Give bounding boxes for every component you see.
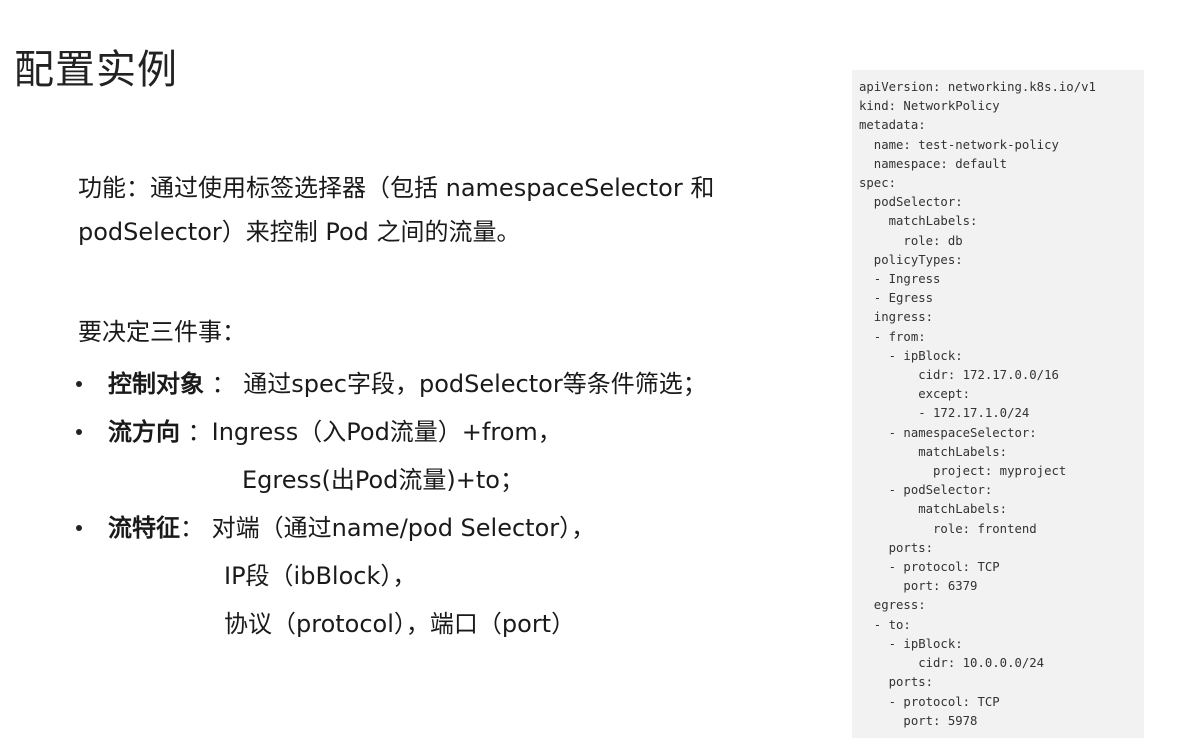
code-line: port: 6379: [859, 579, 978, 594]
code-line: policyTypes:: [859, 252, 963, 267]
code-line: project: myproject: [859, 464, 1067, 479]
page-title: 配置实例: [14, 47, 178, 93]
bullet-label: 控制对象: [108, 370, 204, 398]
bullet-flow-features: 流特征： 对端（通过name/pod Selector）， IP段（ibBloc…: [70, 504, 810, 648]
code-line: cidr: 172.17.0.0/16: [859, 368, 1059, 383]
code-line: namespace: default: [859, 156, 1008, 171]
bullet-label: 流特征: [108, 514, 180, 542]
code-line: spec:: [859, 176, 897, 191]
code-line: - protocol: TCP: [859, 560, 1000, 575]
code-line: ports:: [859, 540, 934, 555]
bullet-flow-direction: 流方向 ：Ingress（入Pod流量）+from， Egress(出Pod流量…: [70, 408, 810, 504]
code-line: metadata:: [859, 118, 926, 133]
code-line: name: test-network-policy: [859, 137, 1059, 152]
code-line: - from:: [859, 329, 926, 344]
code-line: ports:: [859, 675, 934, 690]
code-line: - 172.17.1.0/24: [859, 406, 1030, 421]
code-line: except:: [859, 387, 971, 402]
bullet-text: ：Ingress（入Pod流量）+from，: [180, 418, 562, 446]
code-line: matchLabels:: [859, 444, 1008, 459]
bullet-list: 控制对象 ： 通过spec字段，podSelector等条件筛选； 流方向 ：I…: [70, 360, 810, 648]
bullet-text-continuation: IP段（ibBlock），: [224, 562, 417, 590]
section-heading: 要决定三件事：: [78, 318, 246, 346]
yaml-code: apiVersion: networking.k8s.io/v1 kind: Ne…: [852, 70, 1144, 731]
code-line: kind: NetworkPolicy: [859, 99, 1000, 114]
bullet-text-continuation: Egress(出Pod流量)+to；: [242, 466, 524, 494]
code-line: matchLabels:: [859, 502, 1008, 517]
bullet-dot-icon: [76, 525, 82, 531]
code-line: - ipBlock:: [859, 348, 963, 363]
code-line: matchLabels:: [859, 214, 978, 229]
bullet-label: 流方向: [108, 418, 180, 446]
code-line: - protocol: TCP: [859, 694, 1000, 709]
code-line: egress:: [859, 598, 926, 613]
code-line: - to:: [859, 617, 911, 632]
bullet-text: ： 通过spec字段，podSelector等条件筛选；: [204, 370, 707, 398]
code-line: - namespaceSelector:: [859, 425, 1037, 440]
code-line: - ipBlock:: [859, 636, 963, 651]
intro-text: 功能：通过使用标签选择器（包括 namespaceSelector 和 podS…: [78, 166, 808, 254]
code-line: role: frontend: [859, 521, 1037, 536]
bullet-dot-icon: [76, 381, 82, 387]
code-line: apiVersion: networking.k8s.io/v1: [859, 80, 1096, 94]
code-line: - Ingress: [859, 272, 941, 287]
intro-line-2: podSelector）来控制 Pod 之间的流量。: [78, 218, 521, 246]
code-line: - Egress: [859, 291, 934, 306]
code-line: cidr: 10.0.0.0/24: [859, 656, 1045, 671]
bullet-dot-icon: [76, 429, 82, 435]
code-line: ingress:: [859, 310, 934, 325]
bullet-text: ： 对端（通过name/pod Selector），: [180, 514, 596, 542]
code-line: podSelector:: [859, 195, 963, 210]
code-line: - podSelector:: [859, 483, 993, 498]
bullet-text-continuation: 协议（protocol），端口（port）: [224, 610, 576, 638]
yaml-code-block: apiVersion: networking.k8s.io/v1 kind: Ne…: [852, 70, 1144, 738]
intro-line-1: 功能：通过使用标签选择器（包括 namespaceSelector 和: [78, 174, 715, 202]
bullet-control-target: 控制对象 ： 通过spec字段，podSelector等条件筛选；: [70, 360, 810, 408]
code-line: port: 5978: [859, 713, 978, 728]
code-line: role: db: [859, 233, 963, 248]
